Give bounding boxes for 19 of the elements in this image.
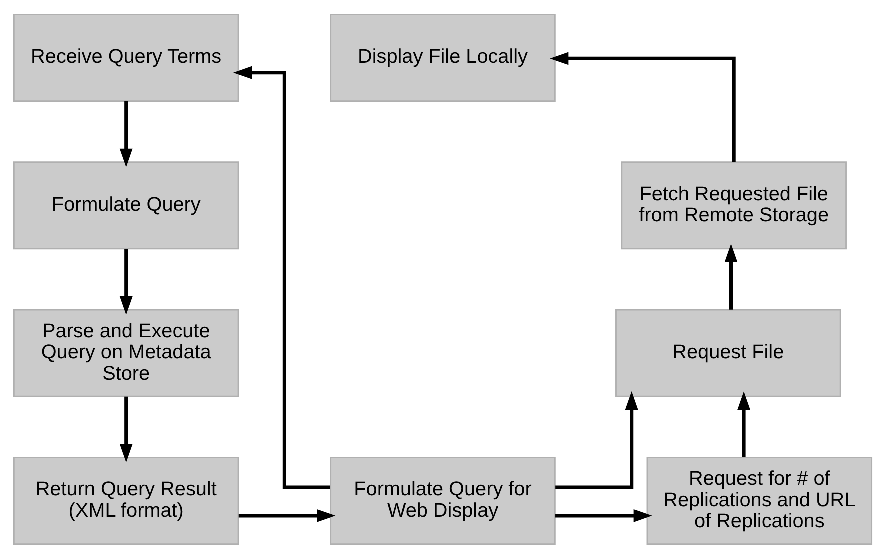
node-box: Formulate Query <box>13 161 240 250</box>
node-box: Formulate Query for Web Display <box>330 456 556 545</box>
node-box: Request File <box>616 308 842 397</box>
node-box: Display File Locally <box>330 13 556 102</box>
arrow <box>724 244 738 310</box>
arrow <box>234 66 330 489</box>
arrow <box>738 391 750 457</box>
arrow <box>556 391 638 489</box>
arrow <box>238 508 336 522</box>
node-box: Parse and Execute Query on Metadata Store <box>13 308 240 397</box>
arrow <box>120 396 133 462</box>
node-box: Return Query Result (XML format) <box>13 456 240 545</box>
arrow <box>120 101 133 167</box>
arrow <box>556 508 652 522</box>
node-box: Request for # of Replications and URL of Replications <box>646 456 873 545</box>
arrow <box>120 248 133 314</box>
node-box: Fetch Requested File from Remote Storage <box>621 161 847 250</box>
node-box: Receive Query Terms <box>13 13 240 102</box>
arrow <box>550 52 736 162</box>
